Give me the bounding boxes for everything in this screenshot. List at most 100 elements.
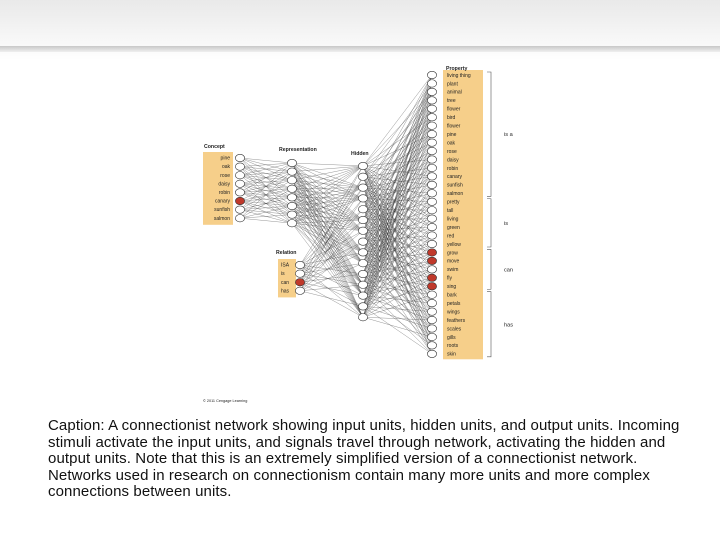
property-label: grow — [447, 250, 458, 256]
hidden-node — [358, 270, 368, 279]
representation-node — [287, 210, 297, 219]
input-connection — [239, 162, 293, 210]
hidden-output-connection — [362, 317, 433, 321]
hidden-output-connection — [362, 125, 433, 318]
relation-label: ISA — [281, 263, 290, 269]
hidden-output-connection — [362, 100, 433, 285]
property-node — [427, 130, 437, 139]
property-node — [427, 299, 437, 308]
property-label: swim — [447, 267, 458, 273]
rep-hidden-connection — [291, 214, 364, 253]
hidden-output-connection — [362, 134, 433, 296]
input-connection — [239, 162, 293, 193]
hidden-node — [358, 216, 368, 225]
hidden-output-connection — [362, 243, 433, 307]
group-label: is — [504, 221, 508, 227]
concept-label: sunfish — [214, 207, 230, 213]
hidden-output-connection — [362, 142, 433, 285]
rep-hidden-connection — [291, 180, 364, 199]
concept-node — [235, 214, 245, 223]
concept-label: rose — [220, 173, 230, 179]
hidden-output-connection — [362, 193, 433, 318]
relation-node — [295, 278, 305, 287]
concept-node — [235, 188, 245, 197]
copyright-text: © 2011 Cengage Learning — [203, 399, 247, 403]
property-label: sunfish — [447, 183, 463, 189]
input-connection — [239, 205, 293, 219]
hidden-output-connection — [362, 74, 433, 275]
hidden-output-connection — [362, 284, 433, 338]
property-label: daisy — [447, 157, 459, 163]
rep-hidden-connection — [291, 205, 364, 221]
rep-hidden-connection — [291, 165, 364, 181]
property-node — [427, 349, 437, 358]
hidden-output-connection — [362, 269, 433, 307]
representation-title: Representation — [279, 147, 317, 153]
relation-hidden-connection — [299, 284, 364, 291]
group-bracket — [487, 291, 492, 358]
rep-hidden-connection — [291, 187, 364, 215]
hidden-node — [358, 302, 368, 311]
property-label: scales — [447, 326, 462, 332]
group-bracket — [487, 71, 492, 197]
input-connection — [239, 188, 293, 193]
property-node — [427, 138, 437, 147]
input-connection — [239, 157, 293, 164]
concept-label-box — [203, 152, 233, 225]
representation-node — [287, 167, 297, 176]
property-node — [427, 316, 437, 325]
relation-hidden-connection — [299, 219, 364, 291]
property-node — [427, 87, 437, 96]
property-label: sing — [447, 284, 456, 290]
property-label: rose — [447, 149, 457, 155]
property-node — [427, 155, 437, 164]
hidden-output-connection — [362, 91, 433, 296]
rep-hidden-connection — [291, 162, 364, 221]
rep-hidden-connection — [291, 198, 364, 224]
property-label: move — [447, 259, 459, 265]
property-node — [427, 189, 437, 198]
hidden-output-connection — [362, 306, 433, 312]
rep-hidden-connection — [291, 187, 364, 224]
hidden-output-connection — [362, 167, 433, 318]
hidden-output-connection — [362, 286, 433, 307]
property-label: bird — [447, 115, 456, 121]
representation-node — [287, 193, 297, 202]
rep-hidden-connection — [291, 214, 364, 285]
group-bracket — [487, 198, 492, 248]
relation-title: Relation — [276, 250, 296, 256]
concept-label: robin — [219, 190, 230, 196]
relation-hidden-connection — [299, 230, 364, 266]
property-label: living thing — [447, 73, 471, 79]
rep-hidden-connection — [291, 171, 364, 199]
property-label: bark — [447, 293, 457, 299]
hidden-output-connection — [362, 74, 433, 307]
rep-hidden-connection — [291, 188, 364, 221]
hidden-output-connection — [362, 150, 433, 318]
concept-node — [235, 205, 245, 214]
relation-label-box — [278, 259, 296, 298]
property-label: pretty — [447, 200, 460, 206]
hidden-output-connection — [362, 108, 433, 296]
hidden-output-connection — [362, 176, 433, 296]
property-node — [427, 147, 437, 156]
representation-node — [287, 159, 297, 168]
property-label: petals — [447, 301, 461, 307]
property-node — [427, 71, 437, 80]
rep-hidden-connection — [291, 188, 364, 199]
concept-label: pine — [221, 156, 231, 162]
property-node — [427, 341, 437, 350]
property-node — [427, 282, 437, 291]
relation-hidden-connection — [299, 176, 364, 291]
property-label: gills — [447, 335, 456, 341]
property-label: wings — [447, 309, 460, 315]
property-node — [427, 104, 437, 113]
rep-hidden-connection — [291, 223, 364, 253]
relation-hidden-connection — [299, 252, 364, 283]
group-label: is a — [504, 132, 514, 138]
hidden-output-connection — [362, 167, 433, 285]
property-node — [427, 113, 437, 122]
property-node — [427, 307, 437, 316]
rep-hidden-connection — [291, 171, 364, 221]
